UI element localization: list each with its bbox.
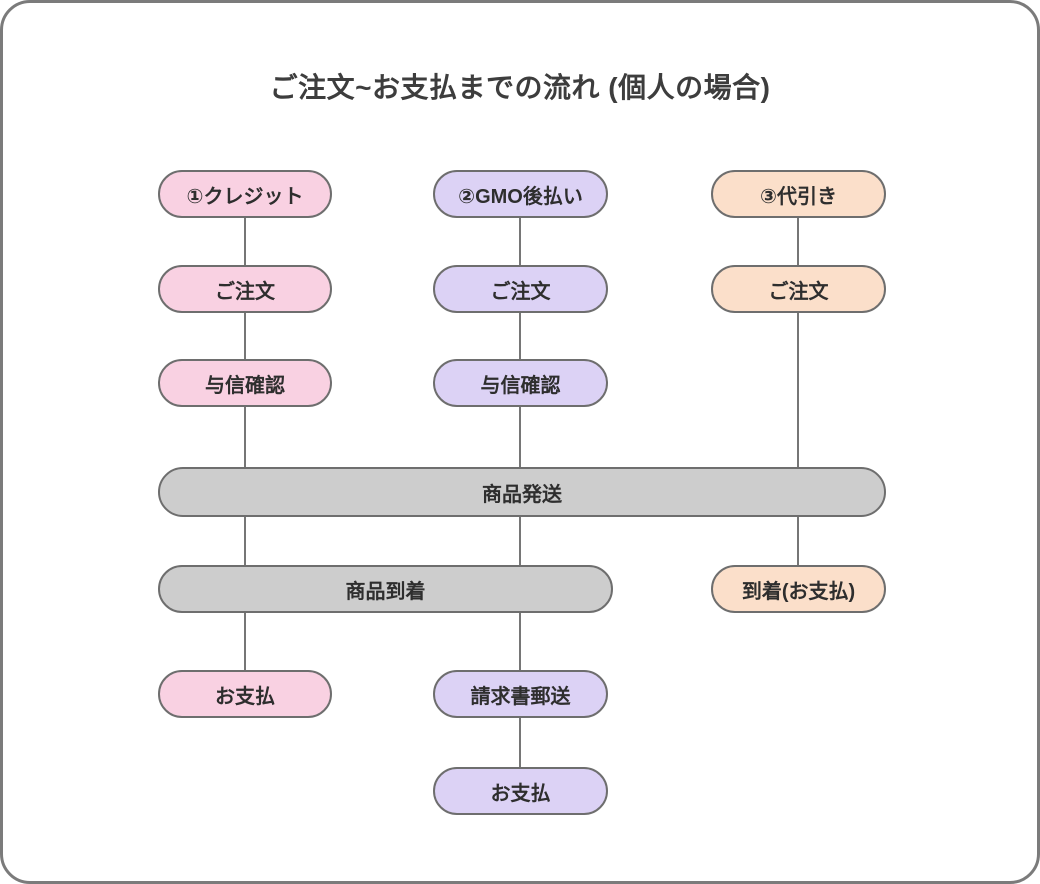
node-gmo-payment: お支払 [433,767,608,815]
node-cod-order: ご注文 [711,265,886,313]
node-credit-payment: お支払 [158,670,332,718]
page-title: ご注文~お支払までの流れ (個人の場合) [269,72,771,103]
node-arrival-bar: 商品到着 [158,565,613,613]
node-credit-order: ご注文 [158,265,332,313]
node-cod-header: ③代引き [711,170,886,218]
node-gmo-invoice: 請求書郵送 [433,670,608,718]
node-credit-header: ①クレジット [158,170,332,218]
node-shipping-bar: 商品発送 [158,467,886,517]
node-cod-arrival-payment: 到着(お支払) [711,565,886,613]
node-credit-check: 与信確認 [158,359,332,407]
node-gmo-credit-check: 与信確認 [433,359,608,407]
node-gmo-header: ②GMO後払い [433,170,608,218]
connector-line-cod [797,194,799,589]
node-gmo-order: ご注文 [433,265,608,313]
connector-line-credit [244,194,246,694]
